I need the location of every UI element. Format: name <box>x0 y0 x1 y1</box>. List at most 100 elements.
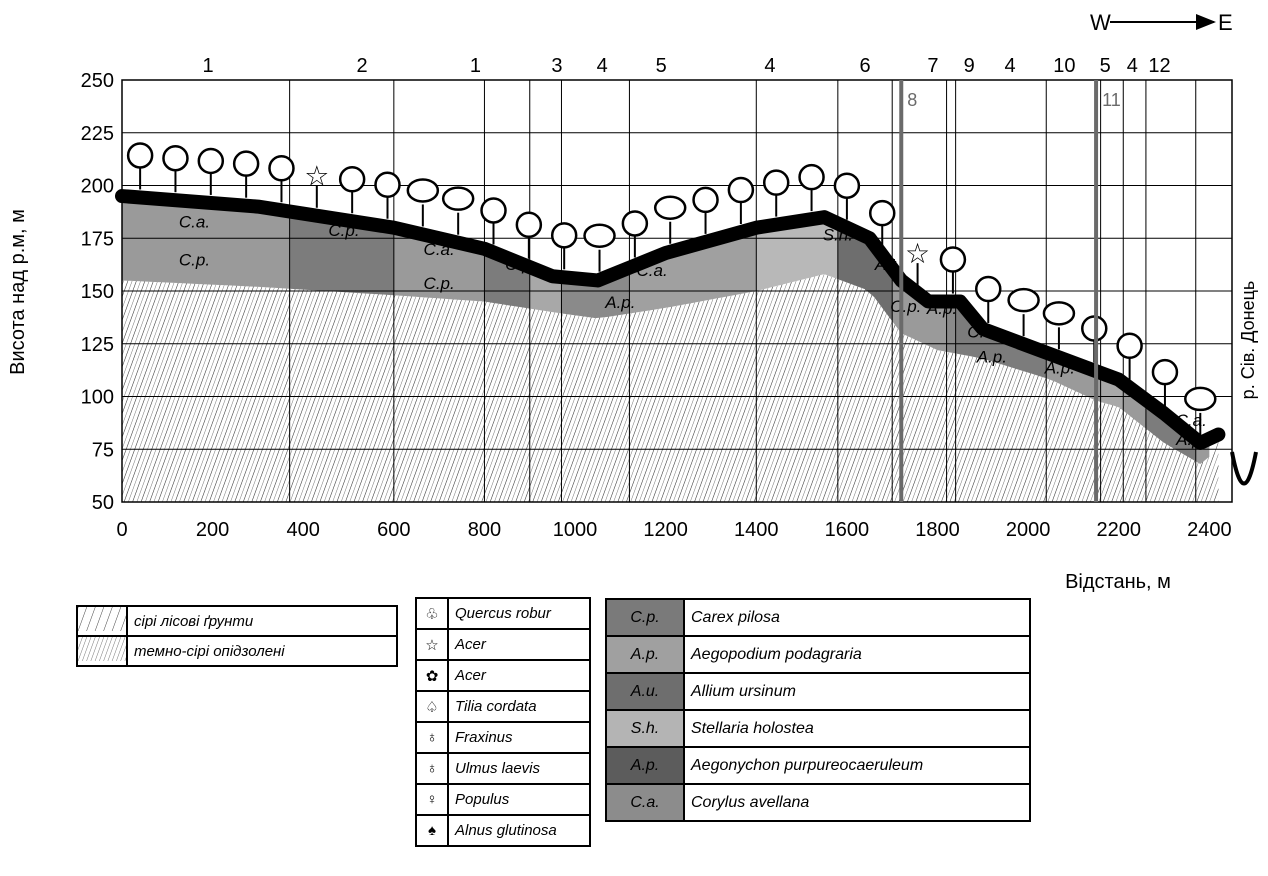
compass: W E <box>1090 10 1233 35</box>
herb-patch-label: C.p. <box>328 221 359 240</box>
x-tick-label: 1200 <box>643 519 688 541</box>
tree-legend-row: ♠Alnus glutinosa <box>415 814 591 847</box>
tree-legend-row: ♁Ulmus laevis <box>415 752 591 785</box>
herb-patch-label: A.p. <box>1044 358 1075 377</box>
y-axis-label: Висота над р.м, м <box>7 209 29 375</box>
tree-species-label: Fraxinus <box>447 721 591 754</box>
dark-gray-soil-area <box>122 274 1219 502</box>
zone-number: 5 <box>1100 55 1111 77</box>
herb-patch-label: C.p. <box>424 274 455 293</box>
herb-abbr-swatch: C.a. <box>605 783 685 822</box>
tree-legend-row: ♁Fraxinus <box>415 721 591 754</box>
tree-crown <box>727 176 755 204</box>
y-tick-label: 75 <box>92 439 114 461</box>
zone-number: 4 <box>1127 55 1138 77</box>
river-channel <box>1230 451 1258 486</box>
ash-tree-icon <box>1007 287 1040 337</box>
linden-tree-icon <box>338 165 366 214</box>
marker-label: 8 <box>907 90 917 110</box>
tree-crown <box>868 199 896 227</box>
x-axis-label: Відстань, м <box>1065 571 1171 593</box>
flower-tree-icon <box>621 210 649 258</box>
herb-species-name: Stellaria holostea <box>683 709 1031 748</box>
tree-crown <box>550 222 578 249</box>
herb-patch-label: C.p. <box>179 251 210 270</box>
tree-crown: ☆ <box>905 238 930 269</box>
linden-tree-icon <box>515 211 543 259</box>
y-tick-label: 125 <box>81 334 114 356</box>
tree-crown <box>1042 301 1076 326</box>
herb-patch-label: A.p. <box>976 348 1007 367</box>
herb-species-name: Aegonychon purpureocaeruleum <box>683 746 1031 785</box>
tree-species-label: Tilia cordata <box>447 690 591 723</box>
tree-crown <box>162 144 189 172</box>
flower-acer-icon: ✿ <box>415 659 449 692</box>
poplar-tree-icon <box>1042 301 1076 350</box>
compass-east: E <box>1218 10 1233 35</box>
herb-species-name: Carex pilosa <box>683 598 1031 637</box>
oak-tree-icon <box>374 171 401 219</box>
tree-species-label: Alnus glutinosa <box>447 814 591 847</box>
surface-line <box>115 189 1226 450</box>
tree-crown <box>406 178 440 203</box>
x-tick-label: 1400 <box>734 519 779 541</box>
linden-tree-icon <box>833 172 861 220</box>
oak-tree-icon <box>268 155 295 203</box>
tree-crown <box>583 223 616 248</box>
herb-legend-row: A.u.Allium ursinum <box>605 672 1031 711</box>
zone-number: 9 <box>964 55 975 77</box>
zone-number: 7 <box>927 55 938 77</box>
herb-species-name: Aegopodium podagraria <box>683 635 1031 674</box>
tree-crown <box>268 155 295 182</box>
oak-tree-icon <box>126 142 154 190</box>
tree-legend-row: ✿Acer <box>415 659 591 692</box>
tree-crown <box>197 147 225 175</box>
tree-legend-row: ♧Quercus robur <box>415 597 591 630</box>
y-tick-label: 50 <box>92 492 114 514</box>
elm-tree-icon <box>480 197 507 245</box>
tree-crown <box>1116 332 1143 359</box>
oak-tree-icon <box>975 275 1002 324</box>
herb-layer-band <box>946 301 956 354</box>
tree-crown <box>338 165 366 193</box>
linden-tree-icon <box>232 150 260 198</box>
tree-crown <box>939 246 967 273</box>
star-tree-icon: ☆ <box>905 238 930 286</box>
zone-number: 4 <box>1004 55 1015 77</box>
soil-pattern-dense <box>76 635 128 667</box>
herb-legend-row: A.p.Aegopodium podagraria <box>605 635 1031 674</box>
compass-west: W <box>1090 10 1111 35</box>
zone-number: 12 <box>1148 55 1170 77</box>
y-tick-label: 225 <box>81 123 114 145</box>
herb-abbr-swatch: S.h. <box>605 709 685 748</box>
x-tick-label: 600 <box>377 519 410 541</box>
herb-layer-band <box>122 196 290 289</box>
tree-species-label: Acer <box>447 659 591 692</box>
x-tick-label: 200 <box>196 519 229 541</box>
x-tick-label: 2400 <box>1187 519 1232 541</box>
oak-tree-icon <box>727 176 755 225</box>
herb-patch-label: A.t. <box>874 255 901 274</box>
herb-species-name: Corylus avellana <box>683 783 1031 822</box>
soil-label: сірі лісові ґрунти <box>126 605 398 637</box>
herb-patch-label: A.p. <box>604 293 635 312</box>
tree-crown <box>441 186 475 211</box>
zone-number: 4 <box>597 55 608 77</box>
alder-icon: ♠ <box>415 814 449 847</box>
tree-species-label: Quercus robur <box>447 597 591 630</box>
zone-number: 5 <box>656 55 667 77</box>
zone-number: 3 <box>551 55 562 77</box>
zone-number: 1 <box>203 55 214 77</box>
tree-crown <box>126 142 154 169</box>
tree-crown <box>653 195 687 221</box>
x-tick-label: 0 <box>116 519 127 541</box>
x-tick-label: 1000 <box>553 519 598 541</box>
tree-crown <box>833 172 861 199</box>
linden-tree-icon <box>939 246 967 294</box>
